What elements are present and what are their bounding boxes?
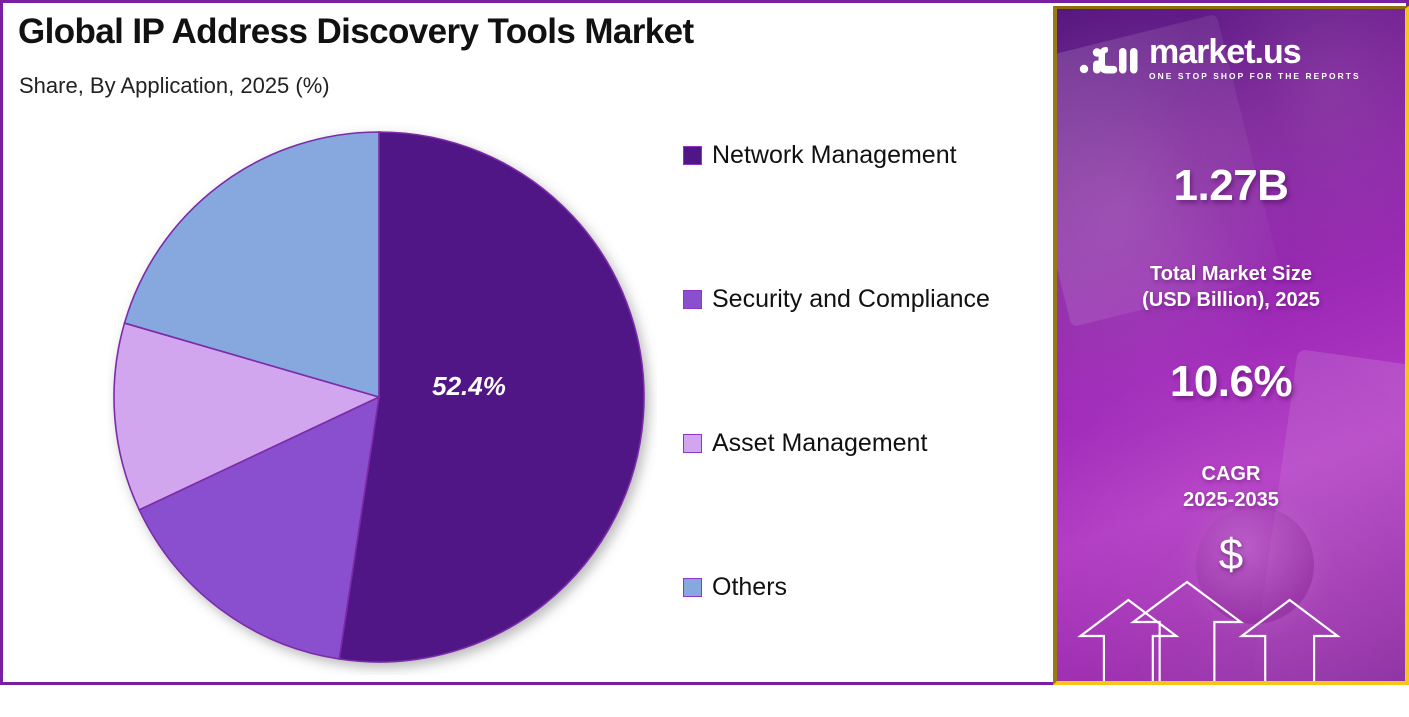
- legend-item-others[interactable]: Others: [683, 573, 1043, 601]
- page-title: Global IP Address Discovery Tools Market: [18, 12, 694, 52]
- page-subtitle: Share, By Application, 2025 (%): [19, 73, 330, 99]
- branding-stats-panel: market.us ONE STOP SHOP FOR THE REPORTS …: [1053, 6, 1409, 685]
- arrow-up-right-icon: [1242, 600, 1338, 685]
- pie-slice-label-network-management: 52.4%: [432, 371, 506, 401]
- legend-swatch-icon: [683, 290, 702, 309]
- arrow-up-left-icon: [1080, 600, 1176, 685]
- cagr-label-line1: CAGR: [1057, 461, 1405, 487]
- total-market-size-label-line2: (USD Billion), 2025: [1057, 287, 1405, 313]
- legend-label: Others: [712, 575, 787, 600]
- market-us-wordmark: market.us ONE STOP SHOP FOR THE REPORTS: [1149, 36, 1361, 81]
- logo-tagline: ONE STOP SHOP FOR THE REPORTS: [1149, 71, 1361, 81]
- market-us-logo-icon: [1079, 39, 1139, 79]
- total-market-size-value: 1.27B: [1057, 161, 1405, 211]
- pie-slices: [114, 132, 644, 662]
- legend-label: Network Management: [712, 143, 957, 168]
- pie-chart-svg: 52.4%: [107, 125, 657, 675]
- chart-panel: Global IP Address Discovery Tools Market…: [3, 3, 1048, 682]
- legend-label: Asset Management: [712, 431, 927, 456]
- legend-item-network-management[interactable]: Network Management: [683, 141, 1043, 169]
- legend-swatch-icon: [683, 146, 702, 165]
- total-market-size-label-line1: Total Market Size: [1057, 261, 1405, 287]
- dollar-sign-icon: $: [1057, 530, 1405, 580]
- legend-swatch-icon: [683, 578, 702, 597]
- cagr-label: CAGR 2025-2035: [1057, 461, 1405, 513]
- legend-item-asset-management[interactable]: Asset Management: [683, 429, 1043, 457]
- cagr-value: 10.6%: [1057, 357, 1405, 407]
- market-us-logo[interactable]: market.us ONE STOP SHOP FOR THE REPORTS: [1079, 36, 1361, 81]
- legend-swatch-icon: [683, 434, 702, 453]
- total-market-size-label: Total Market Size (USD Billion), 2025: [1057, 261, 1405, 313]
- legend-item-security-and-compliance[interactable]: Security and Compliance: [683, 285, 1043, 313]
- growth-arrows-icon: [1057, 574, 1405, 685]
- cagr-label-line2: 2025-2035: [1057, 487, 1405, 513]
- chart-legend: Network Management Security and Complian…: [683, 141, 1043, 717]
- arrow-up-center-icon: [1133, 582, 1241, 685]
- infographic-frame: Global IP Address Discovery Tools Market…: [0, 0, 1409, 685]
- logo-name: market.us: [1149, 36, 1301, 68]
- legend-label: Security and Compliance: [712, 287, 990, 312]
- pie-chart: 52.4%: [107, 125, 657, 675]
